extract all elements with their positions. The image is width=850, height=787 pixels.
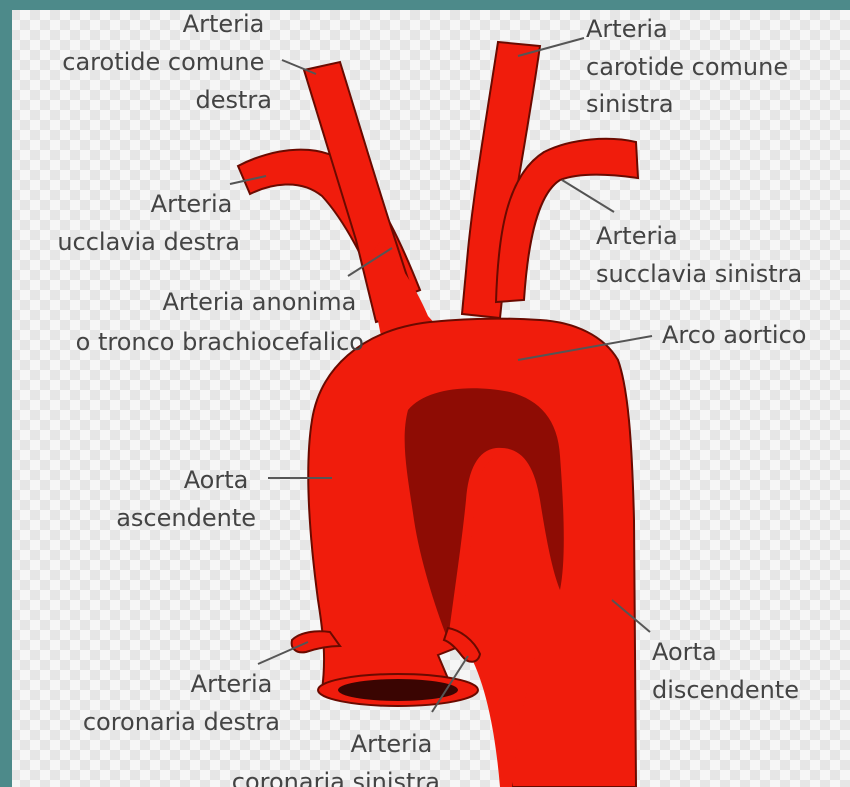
label-arch: Arco aortico [662,321,806,349]
aortic-root-opening [338,679,458,701]
